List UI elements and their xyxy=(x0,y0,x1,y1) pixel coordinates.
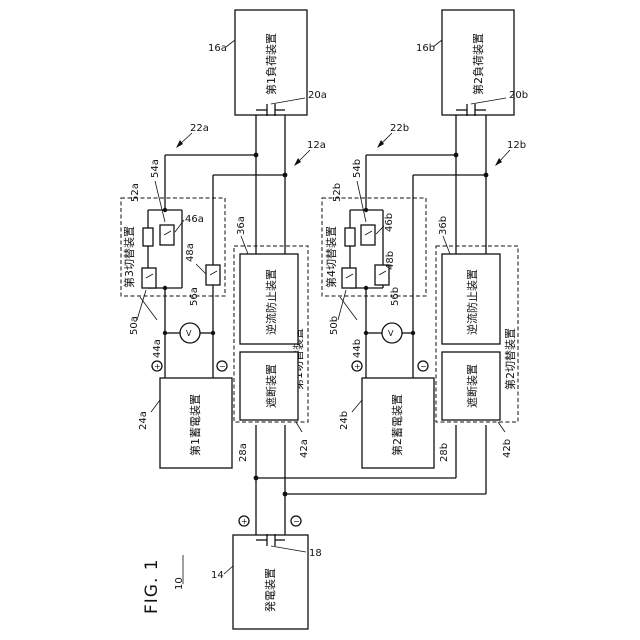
volt-56b-ref: 56b xyxy=(390,287,401,306)
sw-54b-ref: 54b xyxy=(352,159,363,178)
switch-3-label: 第3切替装置 xyxy=(122,226,136,288)
volt-56a-ref: 56a xyxy=(189,287,200,306)
storage-1-minus: − xyxy=(219,362,226,371)
generator-minus: − xyxy=(293,517,300,526)
line-12b-ref: 12b xyxy=(507,140,526,151)
storage-2-plus: + xyxy=(354,362,361,371)
storage-2-label: 第2蓄電装置 xyxy=(390,394,404,456)
sw-48a-ref: 48a xyxy=(185,243,196,262)
storage-2-ref: 24b xyxy=(339,411,350,430)
line-12a-ref: 12a xyxy=(307,140,326,151)
switch-3-ref: 44a xyxy=(152,339,163,358)
generator-cap-ref: 18 xyxy=(309,548,322,559)
res-52a-ref: 52a xyxy=(130,183,141,202)
backflow-1-label: 逆流防止装置 xyxy=(264,269,278,335)
generator-ref: 14 xyxy=(211,570,224,581)
switch-1-ref: 42a xyxy=(299,439,310,458)
figure-title: FIG. 1 xyxy=(142,558,162,614)
generator-label: 発電装置 xyxy=(263,568,277,612)
backflow-2-label: 逆流防止装置 xyxy=(465,269,479,335)
voltmeter-56b-symbol: V xyxy=(388,329,394,338)
switch-4-ref: 44b xyxy=(352,339,363,358)
storage-1-plus: + xyxy=(154,362,161,371)
switch-4-label: 第4切替装置 xyxy=(324,226,338,288)
sw-46a-ref: 46a xyxy=(185,214,204,225)
resistor-52a-icon xyxy=(143,228,153,246)
backflow-2-ref: 36b xyxy=(438,216,449,235)
sw-50a-ref: 50a xyxy=(129,316,140,335)
load-1-label: 第1負荷装置 xyxy=(264,33,278,95)
voltmeter-56a-symbol: V xyxy=(186,329,192,338)
breaker-2-label: 遮断装置 xyxy=(465,364,479,408)
line-22a-ref: 22a xyxy=(190,123,209,134)
breaker-1-label: 遮断装置 xyxy=(264,364,278,408)
switch-2-ref: 42b xyxy=(502,439,513,458)
line-22b-ref: 22b xyxy=(390,123,409,134)
load-2-label: 第2負荷装置 xyxy=(471,33,485,95)
storage-2-minus: − xyxy=(420,362,427,371)
sw-48b-ref: 48b xyxy=(385,251,396,270)
load-1-cap-ref: 20a xyxy=(308,90,327,101)
load-1-ref: 16a xyxy=(208,43,227,54)
generator-plus: + xyxy=(241,517,248,526)
backflow-1-ref: 36a xyxy=(236,216,247,235)
resistor-52b-icon xyxy=(345,228,355,246)
breaker-1-ref: 28a xyxy=(238,443,249,462)
load-2-cap-ref: 20b xyxy=(509,90,528,101)
sw-54a-ref: 54a xyxy=(150,159,161,178)
figure-title-group: FIG. 1 10 xyxy=(142,558,185,614)
switch-50a-icon xyxy=(142,268,156,288)
storage-1-ref: 24a xyxy=(138,411,149,430)
load-2-ref: 16b xyxy=(416,43,435,54)
sw-46b-ref: 46b xyxy=(384,213,395,232)
breaker-2-ref: 28b xyxy=(439,443,450,462)
switch-48a-icon xyxy=(206,265,220,285)
res-52b-ref: 52b xyxy=(332,183,343,202)
switch-50b-icon xyxy=(342,268,356,288)
switch-54b-icon xyxy=(361,225,375,245)
switch-2-label: 第2切替装置 xyxy=(503,328,517,390)
storage-1-label: 第1蓄電装置 xyxy=(188,394,202,456)
switch-54a-icon xyxy=(160,225,174,245)
